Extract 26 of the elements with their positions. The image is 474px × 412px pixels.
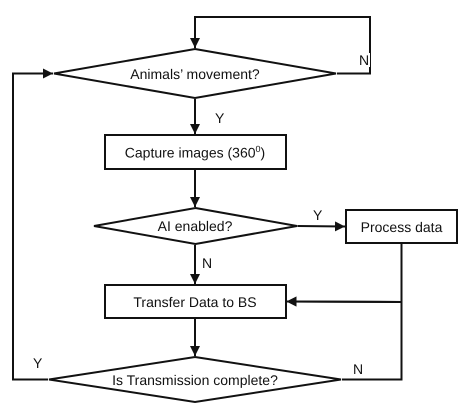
node-text: AI enabled? <box>158 218 232 234</box>
process-box <box>104 134 286 170</box>
decision-diamond <box>92 207 298 245</box>
decision-diamond <box>53 48 337 99</box>
process-box <box>104 284 286 319</box>
arrow <box>190 319 200 356</box>
arrow <box>190 99 200 134</box>
node-text: Transfer Data to BS <box>133 294 257 310</box>
arrow <box>190 16 371 74</box>
process-box <box>345 209 458 244</box>
decision-diamond <box>48 356 342 403</box>
edge-label: Y <box>32 356 44 370</box>
arrow <box>190 245 200 284</box>
node-text: Is Transmission complete? <box>112 372 278 388</box>
arrow <box>190 170 200 207</box>
node-text: Process data <box>360 218 442 234</box>
edge-label: Y <box>214 111 226 125</box>
edge-label: N <box>358 53 370 67</box>
arrow <box>286 296 402 380</box>
arrow <box>297 221 346 232</box>
node-text: Animals’ movement? <box>130 66 260 82</box>
node-text: Capture images (360$^{0}$) <box>124 144 266 160</box>
edge-label: N <box>352 362 364 376</box>
edge-label: N <box>201 256 214 270</box>
arrow <box>12 68 53 380</box>
edge-label: Y <box>312 208 324 222</box>
